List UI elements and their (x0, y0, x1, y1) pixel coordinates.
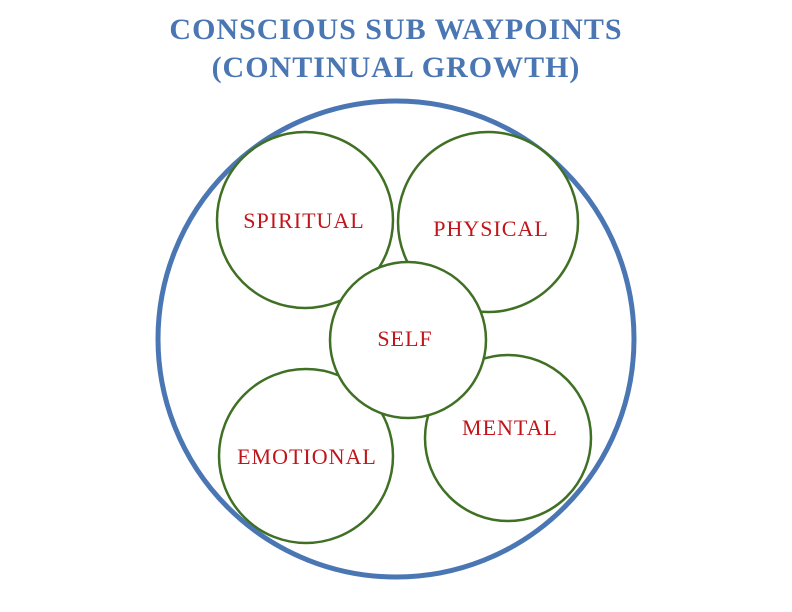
emotional-label: EMOTIONAL (237, 444, 377, 469)
self-label: SELF (377, 326, 432, 351)
spiritual-label: SPIRITUAL (243, 208, 364, 233)
spiritual-circle (215, 130, 395, 310)
self-circle (328, 260, 488, 420)
diagram-title-line-2: (CONTINUAL GROWTH) (211, 51, 581, 84)
emotional-circle (217, 367, 395, 545)
mental-circle (423, 353, 593, 523)
mental-label: MENTAL (462, 415, 558, 440)
diagram-title-line-1: CONSCIOUS SUB WAYPOINTS (169, 13, 623, 46)
physical-circle (396, 130, 580, 314)
physical-label: PHYSICAL (433, 216, 549, 241)
outer-circle (155, 98, 637, 580)
